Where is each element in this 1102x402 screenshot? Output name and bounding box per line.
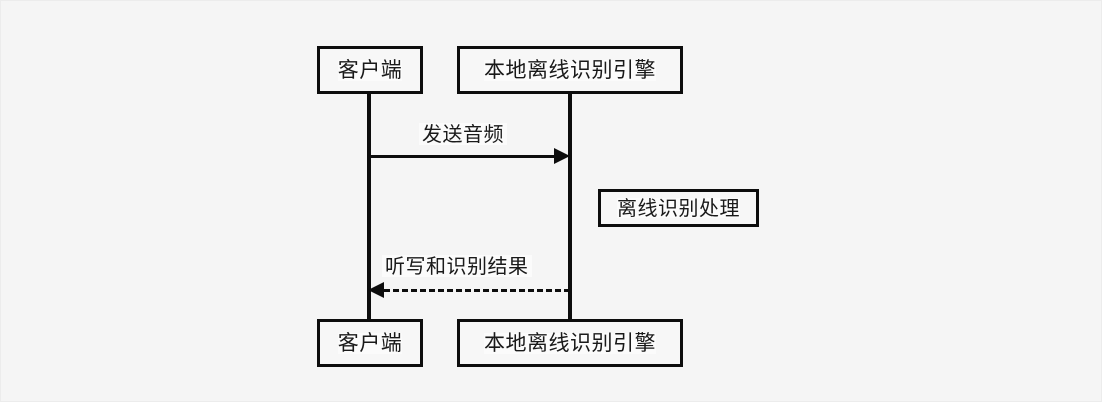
- message-send-audio-arrowhead-icon: [554, 148, 570, 164]
- participant-client-bottom-label: 客户端: [337, 330, 403, 355]
- message-send-audio-line: [369, 155, 554, 158]
- note-offline-recognition[interactable]: 离线识别处理: [598, 189, 759, 227]
- message-recognition-result-line: [384, 289, 570, 292]
- participant-engine-bottom-label: 本地离线识别引擎: [484, 330, 656, 355]
- participant-engine-top[interactable]: 本地离线识别引擎: [457, 46, 683, 94]
- participant-engine-bottom[interactable]: 本地离线识别引擎: [457, 319, 683, 367]
- participant-client-top-label: 客户端: [337, 57, 403, 82]
- note-offline-recognition-label: 离线识别处理: [617, 196, 740, 220]
- participant-client-bottom[interactable]: 客户端: [317, 319, 423, 367]
- message-recognition-result-label: 听写和识别结果: [382, 255, 532, 277]
- lifeline-engine: [568, 92, 572, 321]
- message-recognition-result-arrowhead-icon: [368, 282, 384, 298]
- participant-client-top[interactable]: 客户端: [317, 46, 423, 94]
- lifeline-client: [367, 92, 371, 321]
- message-send-audio-label: 发送音频: [419, 123, 507, 145]
- participant-engine-top-label: 本地离线识别引擎: [484, 57, 656, 82]
